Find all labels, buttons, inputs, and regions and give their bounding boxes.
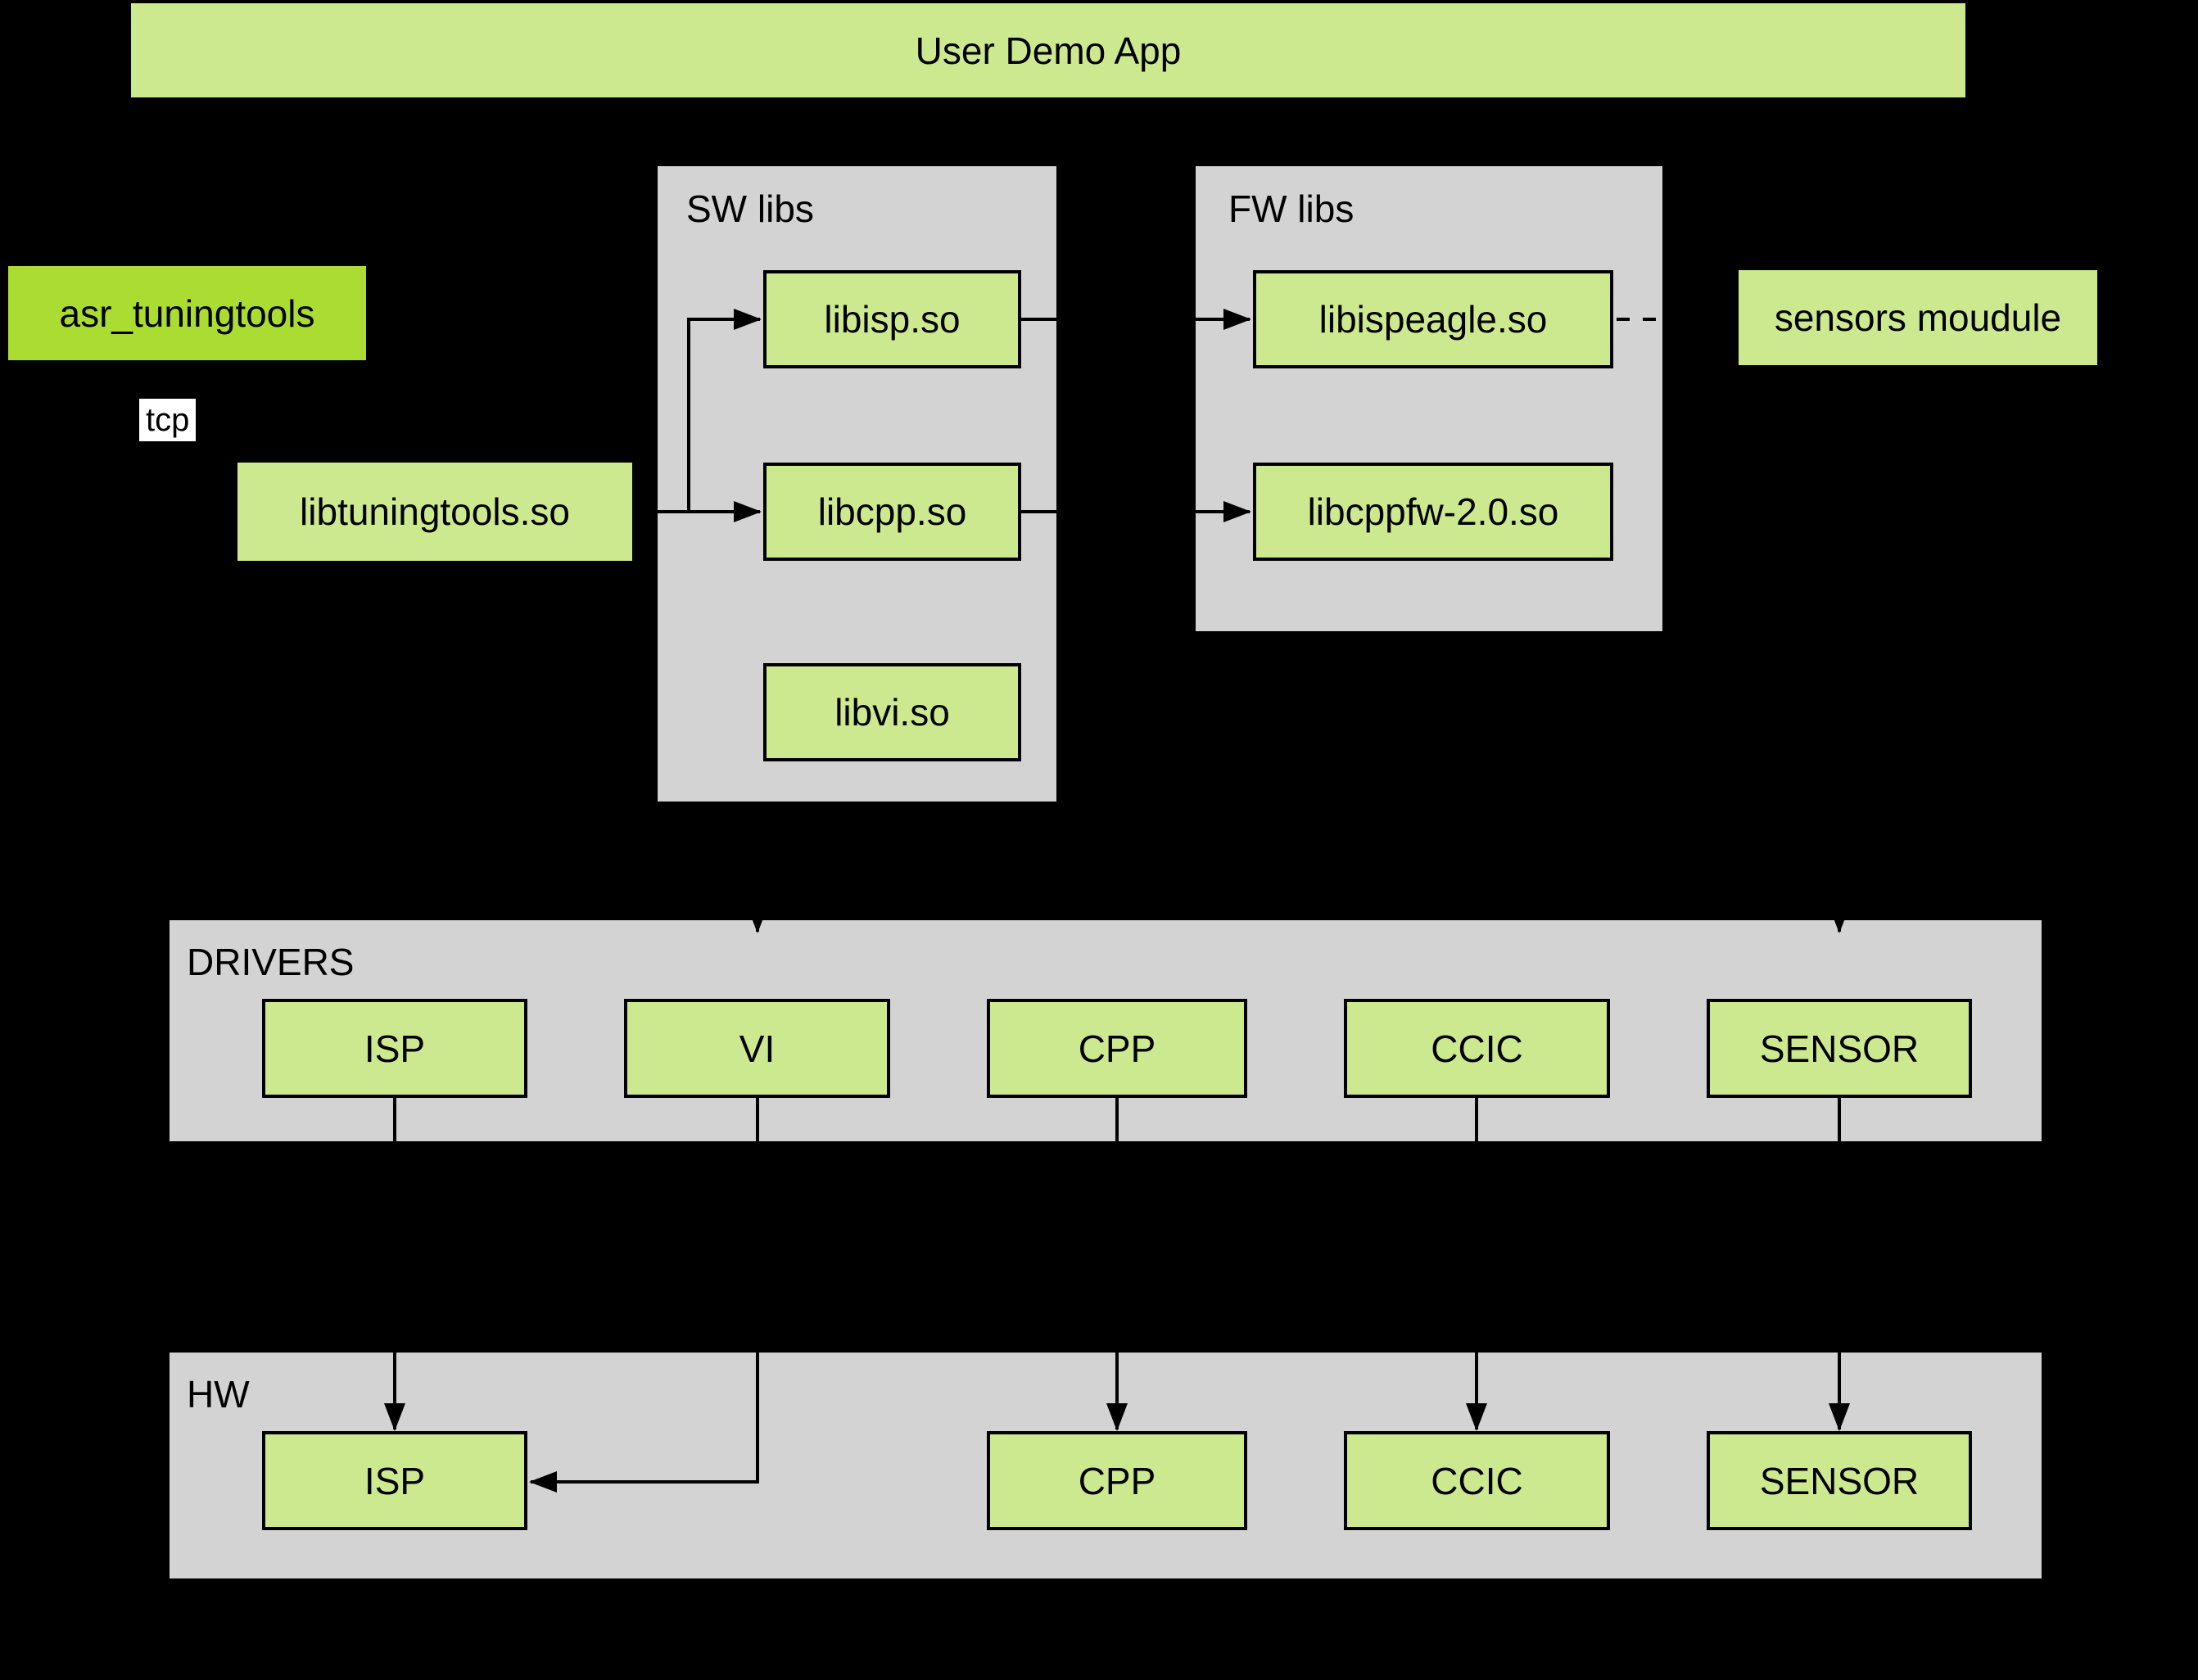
hw-label: HW: [187, 1373, 250, 1416]
libcppfw-node: libcppfw-2.0.so: [1253, 463, 1613, 561]
fw-libs-container: [1196, 166, 1662, 631]
sw-libs-label: SW libs: [686, 187, 814, 230]
user-demo-app-node: User Demo App: [131, 3, 1965, 97]
libispeagle-node: libispeagle.so: [1253, 270, 1613, 368]
libcpp-node: libcpp.so: [763, 463, 1021, 561]
driver-cpp-node: CPP: [987, 999, 1247, 1098]
driver-isp-node: ISP: [262, 999, 527, 1098]
tcp-edge-label: tcp: [139, 399, 197, 441]
asr-tuningtools-node: asr_tuningtools: [8, 266, 366, 360]
driver-vi-node: VI: [624, 999, 890, 1098]
fw-libs-label: FW libs: [1228, 187, 1355, 230]
sensors-module-node: sensors moudule: [1739, 270, 2097, 365]
drivers-label: DRIVERS: [187, 941, 355, 983]
hw-isp-node: ISP: [262, 1431, 527, 1530]
hw-cpp-node: CPP: [987, 1431, 1247, 1530]
libisp-node: libisp.so: [763, 270, 1021, 368]
hw-ccic-node: CCIC: [1344, 1431, 1610, 1530]
hw-sensor-node: SENSOR: [1707, 1431, 1972, 1530]
driver-sensor-node: SENSOR: [1707, 999, 1972, 1098]
libtuningtools-node: libtuningtools.so: [237, 463, 632, 561]
driver-ccic-node: CCIC: [1344, 999, 1610, 1098]
libvi-node: libvi.so: [763, 663, 1021, 761]
